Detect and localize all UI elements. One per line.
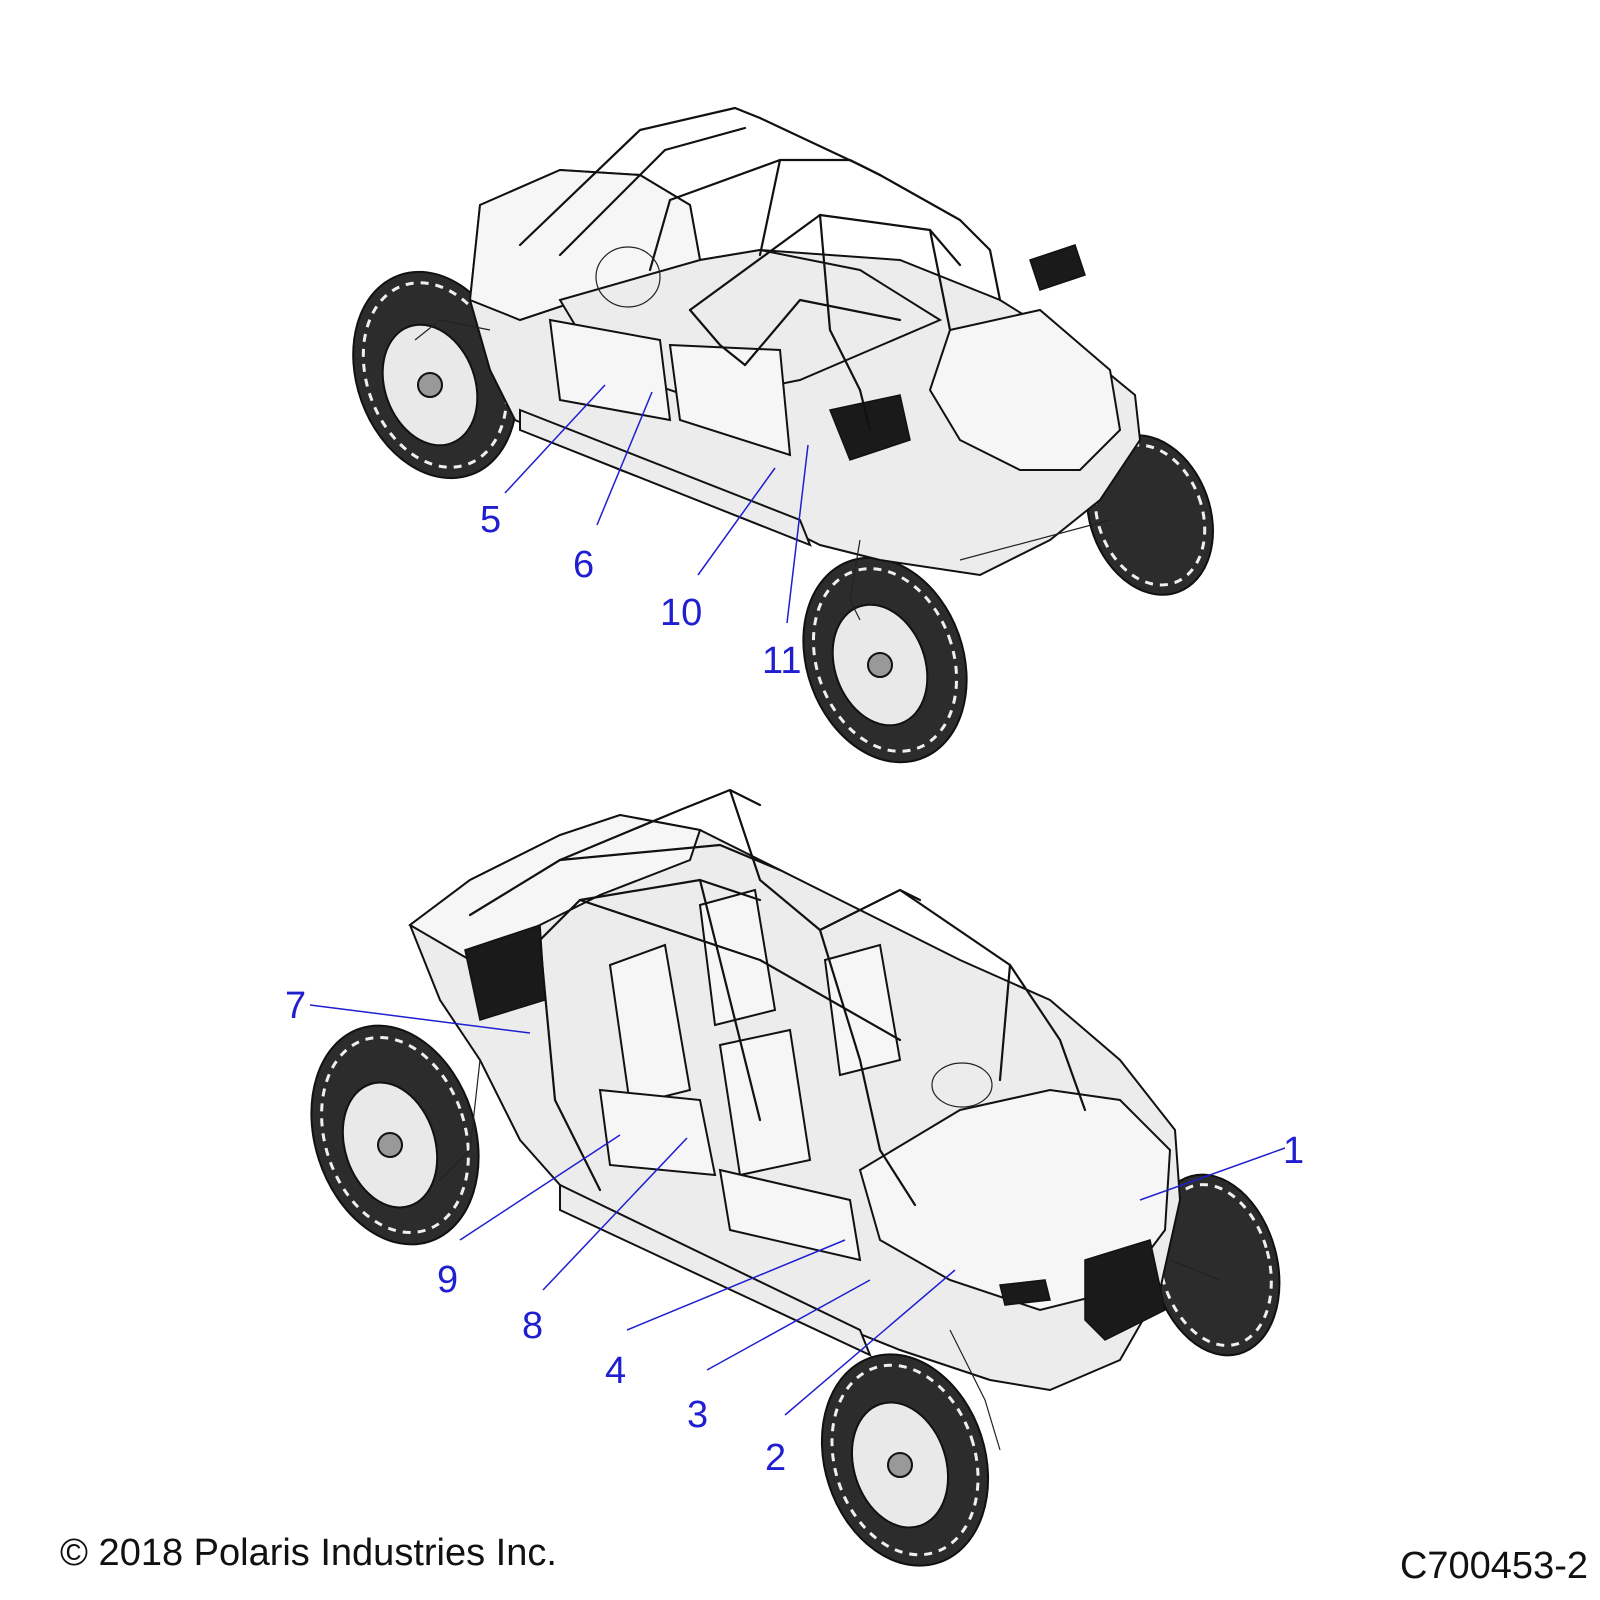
callout-leaders <box>309 384 1286 1416</box>
callout-10: 10 <box>660 592 702 634</box>
grille <box>1084 1239 1166 1341</box>
callout-labels: 5 6 10 11 7 9 8 4 3 2 1 <box>285 499 1304 1479</box>
hood <box>858 1088 1172 1312</box>
callout-1: 1 <box>1283 1130 1304 1172</box>
callout-7: 7 <box>285 985 306 1027</box>
door-rear-bottom <box>598 1088 717 1177</box>
callout-6: 6 <box>573 544 594 586</box>
callout-3: 3 <box>687 1394 708 1436</box>
callout-9: 9 <box>437 1259 458 1301</box>
seat-front-left <box>718 1028 812 1177</box>
roll-cage-bottom <box>468 788 1087 1207</box>
drawing-number: C700453-2 <box>1399 1545 1588 1587</box>
wheel-front-left-top <box>802 556 968 764</box>
wheel-front-right-top <box>1086 434 1214 596</box>
wheel-rear-left-bottom <box>310 1024 480 1246</box>
vehicle-front-view <box>310 788 1281 1567</box>
callout-11: 11 <box>762 640 801 682</box>
steering-wheel-icon <box>595 246 661 308</box>
door-rear <box>548 318 672 422</box>
door-front-bottom <box>718 1168 862 1262</box>
roll-cage-top <box>518 106 1002 432</box>
vehicle-rear-view <box>352 106 1214 764</box>
copyright-notice: © 2018 Polaris Industries Inc. <box>60 1532 557 1574</box>
wheel-front-left-bottom <box>820 1353 990 1567</box>
steering-wheel-icon-bottom <box>931 1062 993 1108</box>
callout-2: 2 <box>765 1437 786 1479</box>
door-front <box>668 343 792 457</box>
seat-rear-left <box>608 943 692 1107</box>
callout-4: 4 <box>605 1350 626 1392</box>
callout-8: 8 <box>522 1305 543 1347</box>
callout-5: 5 <box>480 499 501 541</box>
